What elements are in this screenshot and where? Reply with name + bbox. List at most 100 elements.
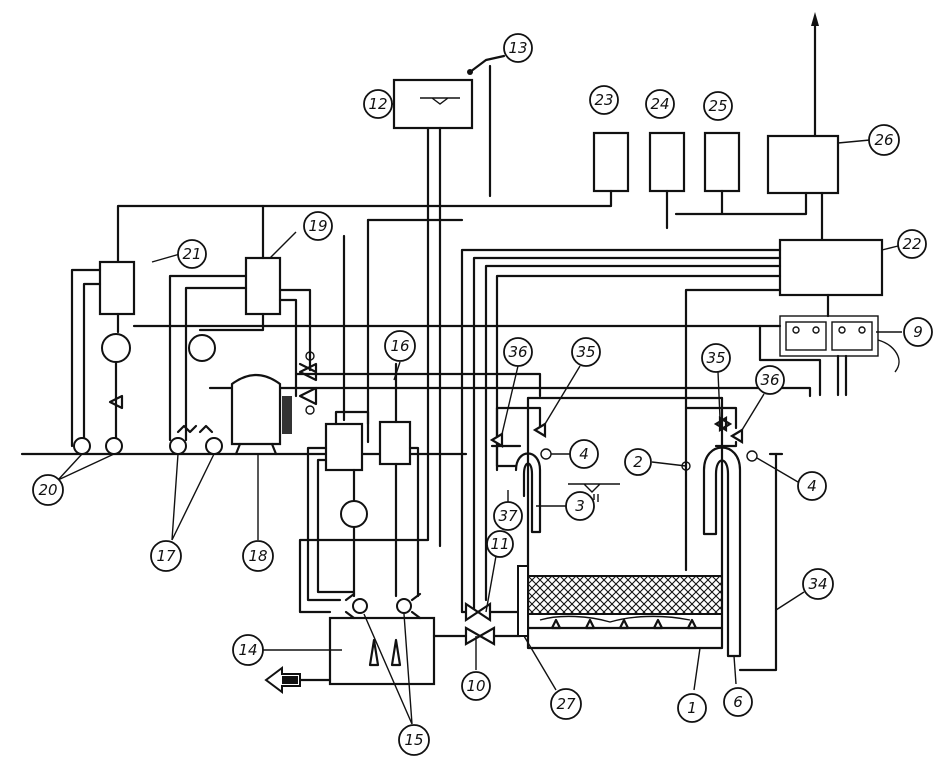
callout-27: 27 — [550, 688, 582, 720]
reactor-1-wall — [526, 396, 724, 650]
line-19-left2 — [184, 286, 248, 442]
unit-21-box — [98, 260, 136, 316]
callout-12: 12 — [363, 89, 393, 119]
pipe-34 — [738, 452, 778, 672]
callout-4-right: 4 — [797, 471, 827, 501]
callout-2: 2 — [624, 448, 652, 476]
gauge-19 — [188, 334, 216, 362]
valve-35-right — [713, 416, 733, 432]
unit-16-b-box — [378, 420, 412, 466]
svg-text:15: 15 — [404, 731, 423, 749]
leader-22 — [881, 245, 899, 251]
unit-25-box — [703, 131, 741, 193]
callout-35-left: 35 — [571, 337, 601, 367]
callout-36-left: 36 — [503, 337, 533, 367]
panel-9-contact — [838, 326, 846, 334]
callout-19: 19 — [303, 211, 333, 241]
valve-21 — [108, 394, 124, 410]
leader-17 — [171, 453, 215, 541]
svg-text:26: 26 — [874, 131, 893, 149]
pipe-12-left — [298, 126, 430, 614]
svg-text:16: 16 — [390, 337, 409, 355]
svg-text:21: 21 — [182, 245, 201, 263]
leader-21 — [151, 253, 181, 263]
pump-17-a — [169, 437, 187, 455]
tank-18 — [230, 373, 282, 446]
line-36-35-left — [495, 406, 542, 432]
outflow-arrow-fill — [282, 676, 298, 684]
unit-16-a-box — [324, 422, 364, 472]
line-21-left2 — [82, 282, 102, 442]
valve-19-a — [298, 362, 318, 382]
callout-24: 24 — [645, 89, 675, 119]
pump-20-b — [105, 437, 123, 455]
svg-text:24: 24 — [650, 95, 669, 113]
callout-36-right: 36 — [755, 365, 785, 395]
svg-text:36: 36 — [508, 343, 527, 361]
line-37 — [495, 444, 518, 468]
line-36-right-down — [714, 440, 738, 448]
line-22-c — [484, 264, 782, 602]
callout-15: 15 — [398, 724, 430, 756]
line-22-b — [472, 256, 782, 612]
svg-text:20: 20 — [38, 481, 57, 499]
line-21-left — [70, 268, 102, 448]
valves-17 — [176, 424, 214, 434]
svg-text:17: 17 — [156, 547, 176, 565]
valve-35-left — [532, 422, 547, 438]
callout-14: 14 — [232, 634, 264, 666]
valve-36-right — [729, 428, 744, 444]
line-22-a — [460, 248, 782, 614]
u-tube-6 — [702, 446, 742, 658]
panel-9-inner-left — [785, 321, 827, 351]
unit-24-box — [648, 131, 686, 193]
leader-16 — [393, 361, 401, 381]
sensor-13-dot — [467, 69, 473, 75]
svg-text:12: 12 — [368, 95, 387, 113]
svg-text:1: 1 — [687, 699, 697, 717]
callout-23: 23 — [589, 85, 619, 115]
svg-text:4: 4 — [807, 477, 817, 495]
leader-4-right — [756, 457, 799, 483]
exhaust-arrow-head — [811, 12, 819, 26]
reactor-1-diffusers — [550, 618, 698, 630]
u-tube-3 — [514, 452, 542, 534]
pump-17-b — [205, 437, 223, 455]
callout-18: 18 — [242, 540, 274, 572]
callout-37: 37 — [493, 501, 523, 531]
controller-22-box — [778, 238, 884, 297]
callout-22: 22 — [897, 229, 927, 259]
panel-9-inner-right — [831, 321, 873, 351]
callout-21: 21 — [177, 239, 207, 269]
callout-9: 9 — [903, 317, 933, 347]
svg-text:9: 9 — [913, 323, 923, 341]
svg-text:14: 14 — [238, 641, 257, 659]
line-16-a-left2 — [316, 458, 356, 594]
valve-19-a-actuator — [305, 351, 315, 361]
panel-9-contact — [812, 326, 820, 334]
callout-11: 11 — [486, 530, 514, 558]
line-25-to-26 — [674, 189, 808, 216]
leader-34 — [775, 591, 805, 611]
callout-20: 20 — [32, 474, 64, 506]
svg-text:34: 34 — [808, 575, 827, 593]
svg-text:35: 35 — [706, 349, 725, 367]
callout-13: 13 — [503, 33, 533, 63]
bus-line-b — [294, 372, 542, 398]
line-16-a-top — [334, 410, 370, 426]
leader-27 — [523, 635, 557, 691]
tank-14-box — [328, 616, 436, 686]
line-19-right2 — [278, 298, 298, 398]
leader-1 — [693, 647, 701, 691]
svg-text:10: 10 — [466, 677, 485, 695]
reactor-1-water-mark — [593, 494, 599, 502]
unit-26-box — [766, 134, 840, 195]
valve-11 — [464, 601, 492, 623]
leader-20 — [57, 453, 115, 481]
reactor-1-water-level — [568, 483, 620, 493]
tank-18-legs — [234, 442, 278, 456]
leader-35-right — [717, 371, 721, 419]
line-19-to-valves — [278, 288, 312, 372]
svg-text:19: 19 — [308, 217, 327, 235]
